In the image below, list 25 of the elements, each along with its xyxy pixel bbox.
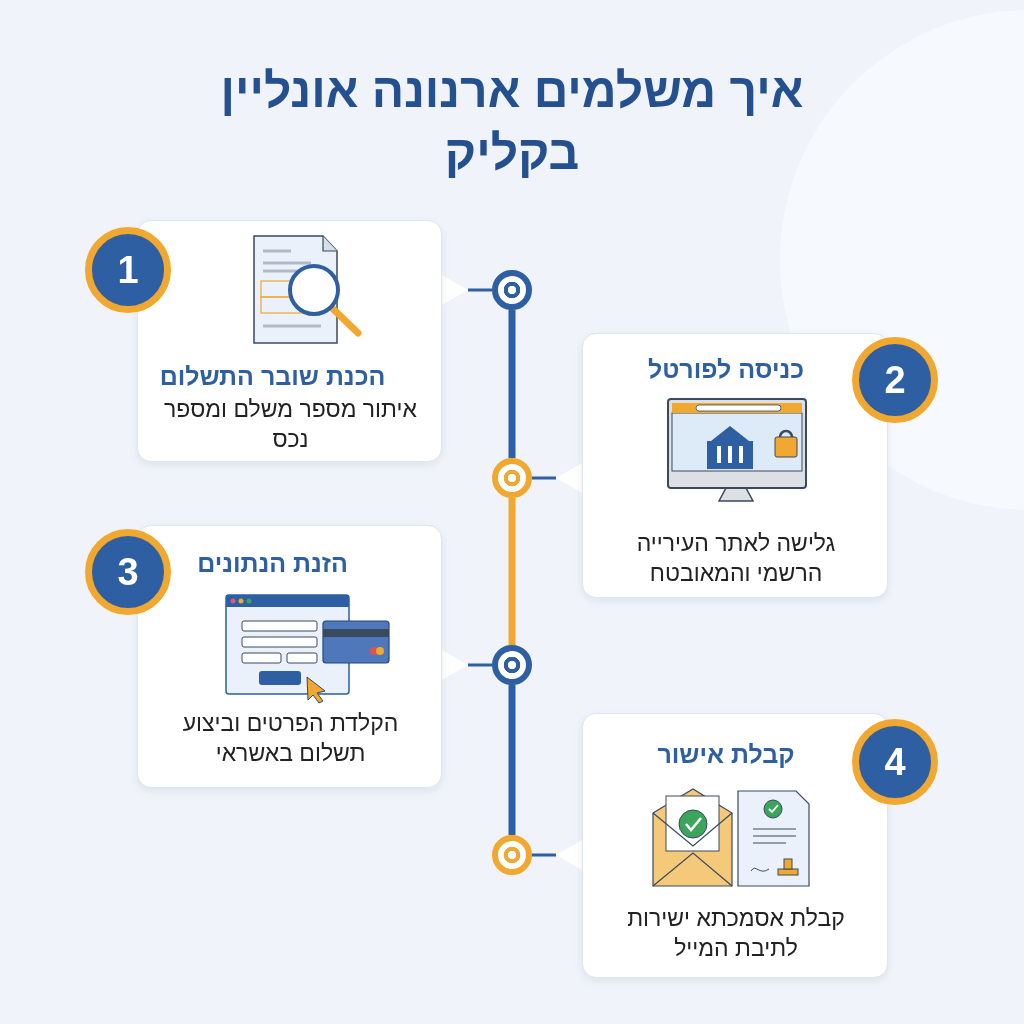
step-heading: הכנת שובר התשלום: [158, 361, 387, 391]
timeline-dot: [492, 458, 532, 498]
number-badge: 1: [85, 227, 171, 313]
timeline-line: [508, 685, 516, 835]
connector-line: [468, 663, 492, 667]
timeline-line: [508, 498, 516, 645]
step-description: איתור מספר משלם ומספר נכס: [163, 395, 418, 454]
number-badge: 4: [852, 719, 938, 805]
connector-line: [532, 853, 556, 857]
step-heading: כניסה לפורטל: [646, 354, 806, 384]
timeline-dot: [492, 645, 532, 685]
timeline-dot: [492, 835, 532, 875]
timeline-dot: [492, 270, 532, 310]
title: איך משלמים ארנונה אונליין בקליק: [219, 63, 805, 181]
step-card: [137, 525, 442, 788]
step-heading: הזנת הנתונים: [196, 548, 349, 578]
step-description: גלישה לאתר העירייה הרשמי והמאובטח: [635, 529, 837, 588]
step-card: [137, 220, 442, 462]
timeline-line: [508, 310, 516, 458]
connector-line: [468, 288, 492, 292]
step-description: קבלת אסמכתא ישירות לתיבת המייל: [626, 904, 846, 963]
connector-line: [532, 476, 556, 480]
step-heading: קבלת אישור: [656, 739, 796, 769]
number-badge: 3: [85, 529, 171, 615]
step-description: הקלדת הפרטים וביצוע תשלום באשראי: [181, 709, 400, 768]
